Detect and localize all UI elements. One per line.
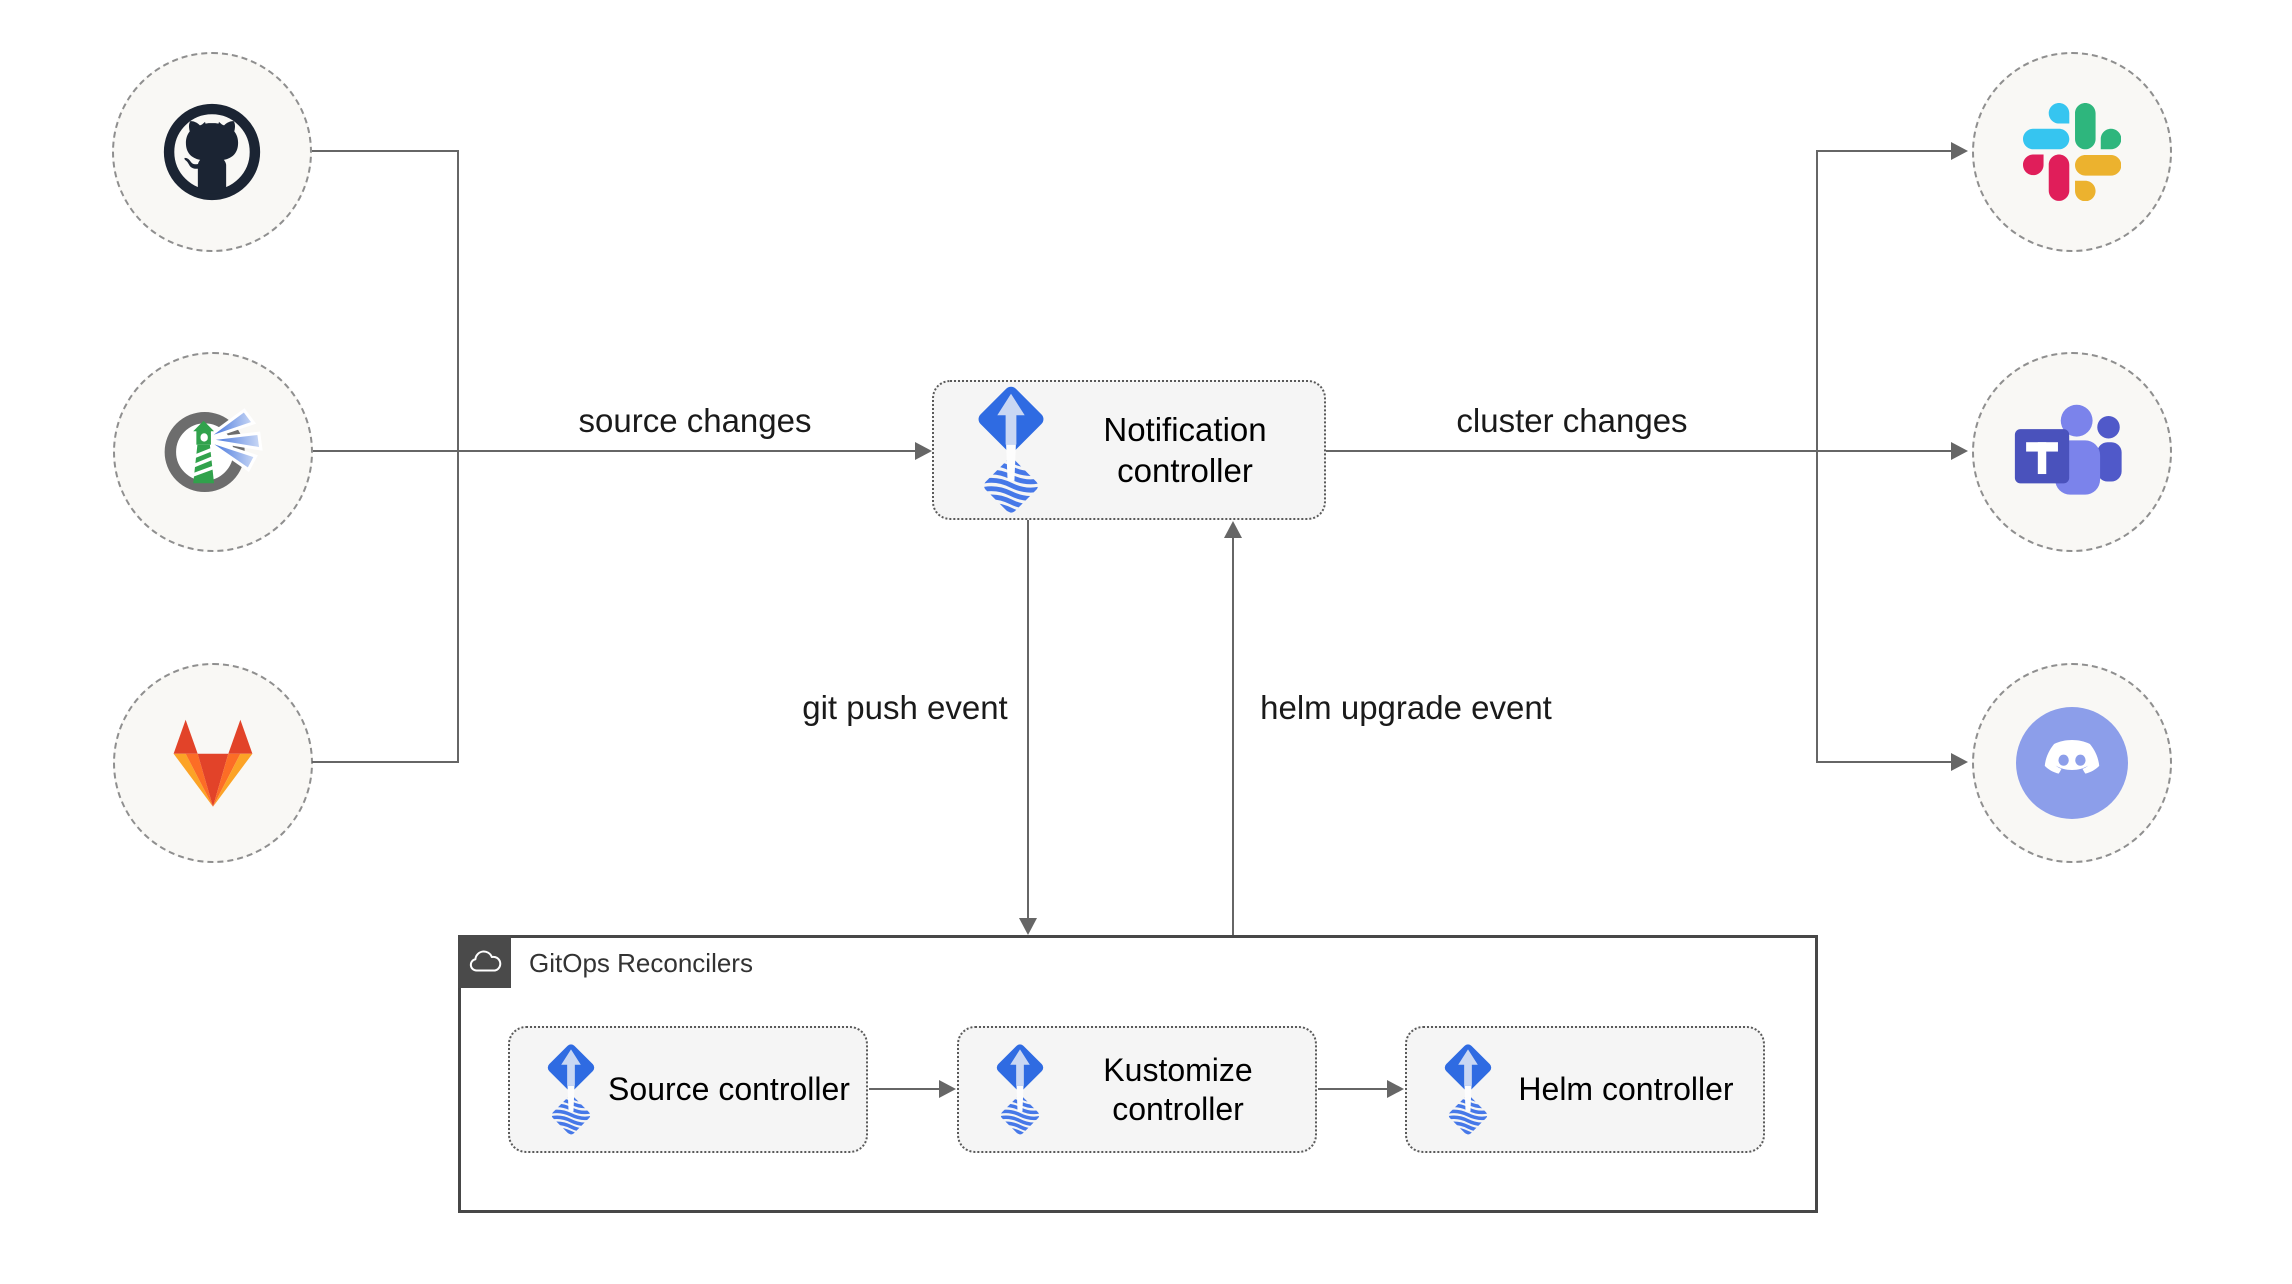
notification-controller-label: Notification controller <box>1103 411 1267 489</box>
connector-git-push-event <box>1027 520 1029 920</box>
group-badge <box>458 935 511 988</box>
kustomize-controller-box: Kustomize controller <box>957 1026 1317 1153</box>
source-controller-label: Source controller <box>608 1071 850 1107</box>
flux-icon <box>962 382 1060 519</box>
arrowhead-into-reconcilers <box>1019 918 1037 935</box>
connector-to-teams <box>1816 450 1952 452</box>
arrowhead-into-notification-bottom <box>1224 521 1242 538</box>
slack-node <box>1972 52 2172 252</box>
slack-icon <box>2023 103 2121 201</box>
connector-cluster-changes <box>1326 450 1818 452</box>
group-label: GitOps Reconcilers <box>529 948 753 978</box>
github-node <box>112 52 312 252</box>
teams-node <box>1972 352 2172 552</box>
helm-controller-box: Helm controller <box>1405 1026 1765 1153</box>
connector-helm-upgrade-event <box>1232 537 1234 935</box>
connector-gitlab-branch <box>312 761 459 763</box>
harbor-icon <box>164 408 263 493</box>
edge-label-source-changes: source changes <box>578 402 812 439</box>
helm-controller-label: Helm controller <box>1518 1071 1734 1107</box>
connector-to-discord <box>1816 761 1952 763</box>
arrowhead-into-slack <box>1951 142 1968 160</box>
flux-icon <box>1433 1041 1503 1139</box>
flux-icon <box>985 1041 1055 1139</box>
flux-icon <box>536 1041 606 1139</box>
gitlab-node <box>113 663 313 863</box>
gitlab-icon <box>173 719 253 807</box>
cloud-icon <box>469 950 501 971</box>
connector-source-changes <box>313 450 916 452</box>
discord-node <box>1972 663 2172 863</box>
connector-github-branch <box>312 150 459 152</box>
connector-kustomize-to-helm <box>1318 1088 1389 1090</box>
arrowhead-into-discord <box>1951 753 1968 771</box>
edge-label-cluster-changes: cluster changes <box>1456 402 1688 439</box>
harbor-node <box>113 352 313 552</box>
source-controller-box: Source controller <box>508 1026 868 1153</box>
kustomize-controller-label: Kustomize controller <box>1103 1051 1253 1127</box>
arrowhead-into-helm <box>1387 1080 1404 1098</box>
connector-sources-trunk <box>457 150 459 763</box>
connector-notifiers-trunk <box>1816 150 1818 763</box>
discord-icon <box>2016 707 2128 819</box>
edge-label-helm-upgrade-event: helm upgrade event <box>1260 689 1552 726</box>
github-icon <box>163 103 261 201</box>
arrowhead-into-kustomize <box>939 1080 956 1098</box>
edge-label-git-push-event: git push event <box>802 689 1008 726</box>
arrowhead-into-notification <box>915 442 932 460</box>
arrowhead-into-teams <box>1951 442 1968 460</box>
connector-to-slack <box>1816 150 1952 152</box>
notification-controller-box: Notification controller <box>932 380 1326 520</box>
microsoft-teams-icon <box>2014 404 2122 495</box>
connector-source-to-kustomize <box>869 1088 941 1090</box>
